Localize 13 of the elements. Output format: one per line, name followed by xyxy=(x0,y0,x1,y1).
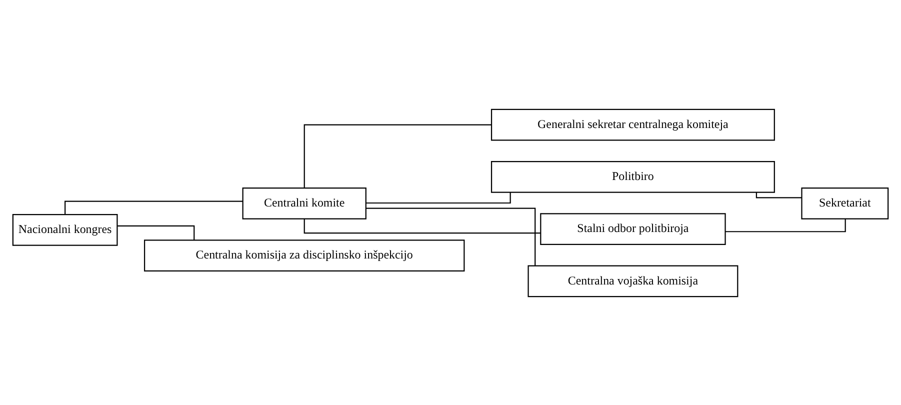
node-box: Politbiro xyxy=(490,160,775,192)
node-box: Stalni odbor politbiroja xyxy=(540,212,726,244)
connector xyxy=(366,207,536,266)
node-box: Centralna vojaška komisija xyxy=(528,264,738,297)
node-box: Generalni sekretar centralnega komiteja xyxy=(490,108,775,140)
node-box: Centralna komisija za disciplinsko inšpekcijo xyxy=(144,239,465,271)
connector xyxy=(756,192,802,198)
connector xyxy=(304,124,492,188)
connector xyxy=(366,192,511,204)
node-box: Nacionalni kongres xyxy=(12,213,118,246)
connector xyxy=(118,224,195,240)
node-box: Centralni komite xyxy=(242,186,366,219)
node-box: Sekretariat xyxy=(801,186,889,219)
